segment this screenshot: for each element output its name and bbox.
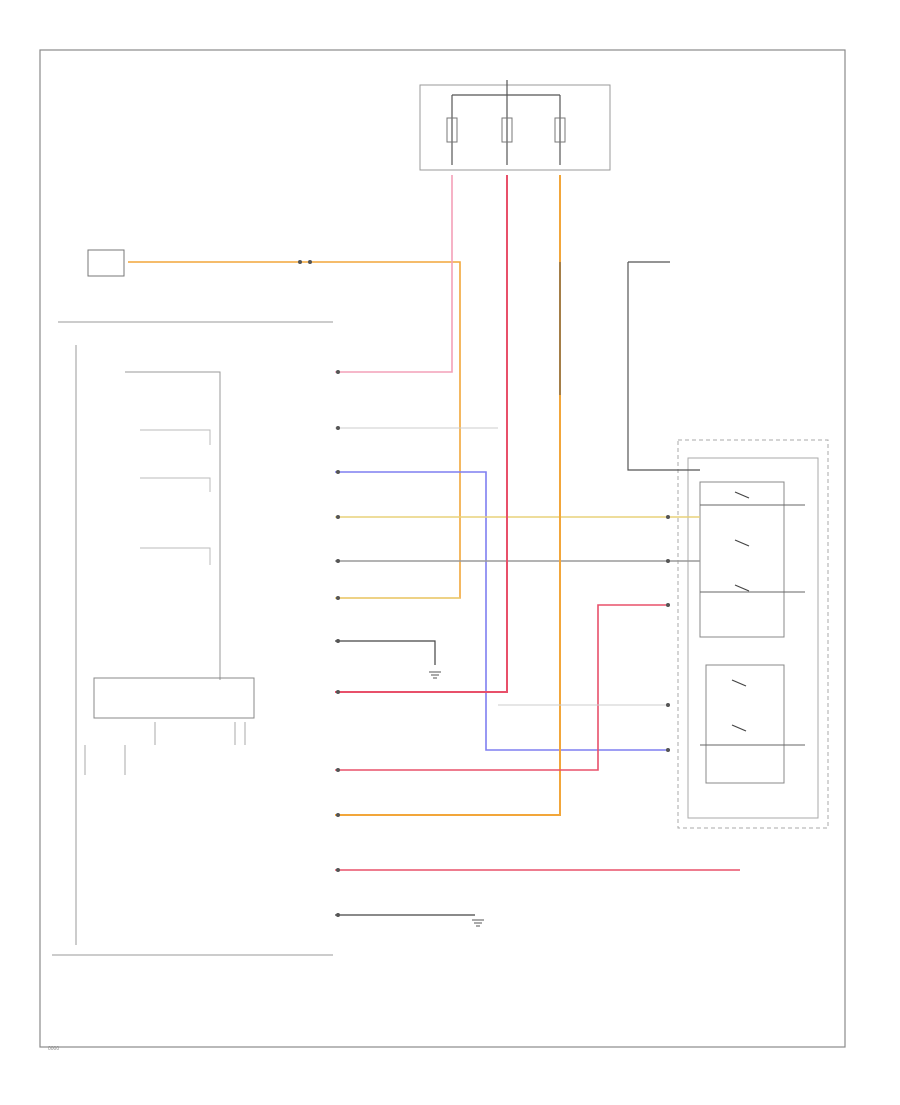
page-marker: 0000 [48, 1046, 59, 1052]
connector-pin-icon [666, 703, 670, 707]
switch-contact-icon [734, 491, 750, 499]
connector-pin-icon [336, 515, 340, 519]
wire-black [335, 640, 436, 665]
connector-pin-icon [336, 426, 340, 430]
connector-pin-icon [336, 639, 340, 643]
connector-pin-icon [336, 768, 340, 772]
connector-pins [298, 260, 670, 917]
fuse-block [419, 80, 611, 171]
wire-pink [335, 175, 453, 373]
wires [128, 175, 805, 916]
connector-pin-icon [666, 559, 670, 563]
wire-red [335, 175, 508, 693]
control-module [52, 345, 333, 956]
module-subsection [93, 677, 255, 719]
connector-pin-icon [336, 913, 340, 917]
wire-red [335, 604, 670, 771]
connector-pin-icon [336, 868, 340, 872]
connector-pin-icon [666, 515, 670, 519]
ground-icon [472, 919, 484, 927]
switch-assembly [677, 439, 829, 829]
wire-orange [335, 175, 561, 816]
connector-pin-icon [336, 690, 340, 694]
wire-violet [335, 471, 670, 751]
connector-pin-icon [336, 370, 340, 374]
connector-pin-icon [336, 596, 340, 600]
switch-contact-icon [731, 724, 747, 732]
fuse-icon [446, 117, 458, 143]
grounds [429, 671, 484, 927]
fuse-icon [554, 117, 566, 143]
connector-pin-icon [336, 813, 340, 817]
connector-pin-icon [336, 559, 340, 563]
sensor-component [87, 249, 125, 277]
connector-pin-icon [336, 470, 340, 474]
switch-contact-icon [731, 679, 747, 687]
ground-icon [429, 671, 441, 679]
diagram-border [39, 49, 846, 1048]
connector-pin-icon [666, 603, 670, 607]
fuse-icon [501, 117, 513, 143]
connector-pin-icon [666, 748, 670, 752]
connector-pin-icon [308, 260, 312, 264]
switch-contact-icon [734, 539, 750, 547]
switch-contacts [731, 491, 750, 732]
switch-contact-icon [734, 584, 750, 592]
connector-pin-icon [298, 260, 302, 264]
